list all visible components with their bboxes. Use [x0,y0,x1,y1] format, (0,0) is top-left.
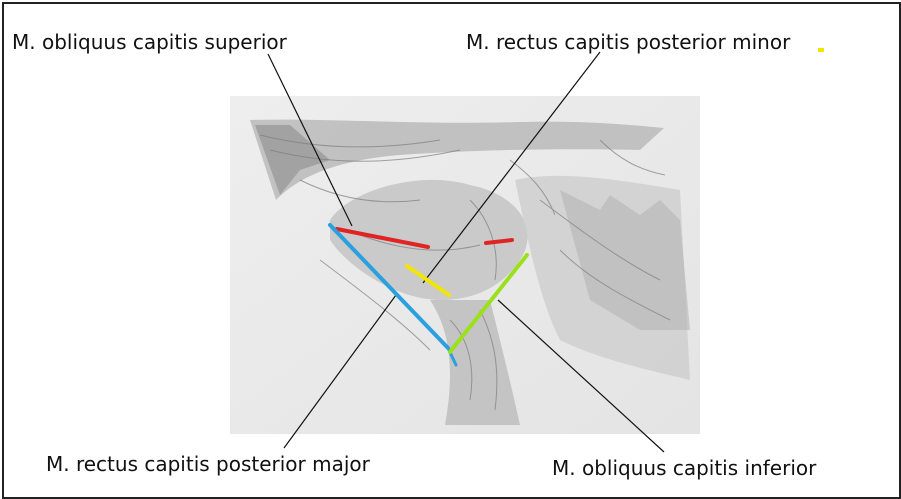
label-obliquus-capitis-inferior: M. obliquus capitis inferior [552,456,816,480]
label-obliquus-capitis-superior: M. obliquus capitis superior [12,30,287,54]
yellow-speck [818,48,824,52]
anatomy-sketch [230,96,700,434]
label-rectus-capitis-posterior-minor: M. rectus capitis posterior minor [466,30,790,54]
label-rectus-capitis-posterior-major: M. rectus capitis posterior major [46,452,370,476]
